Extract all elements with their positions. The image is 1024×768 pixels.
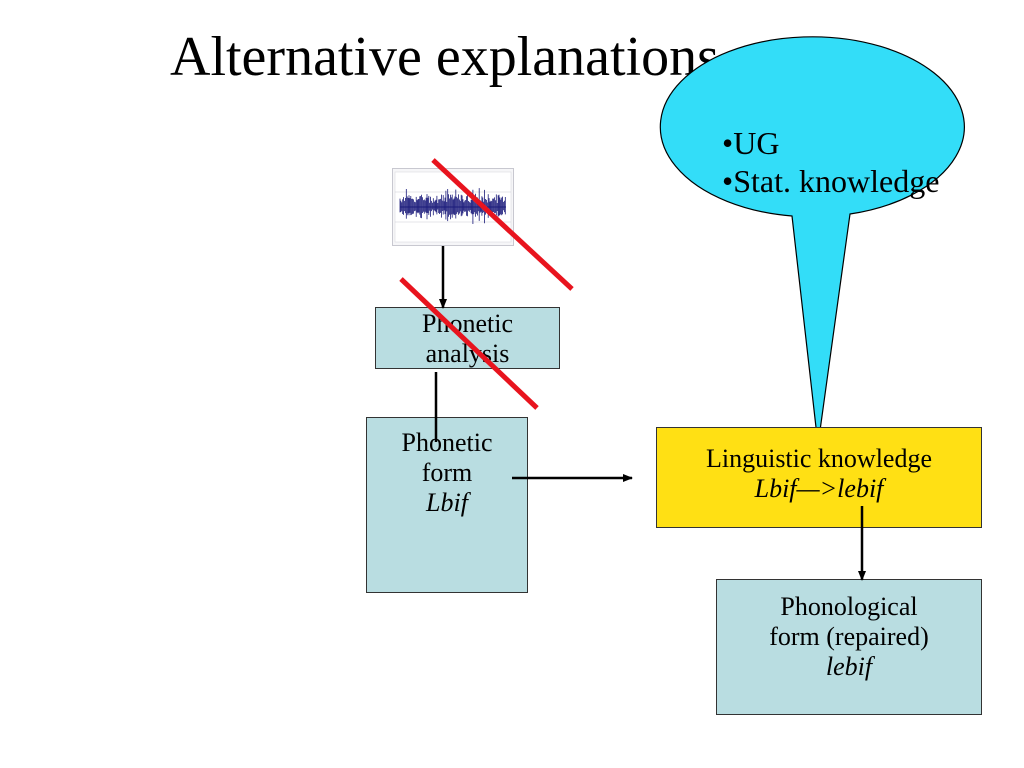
phonetic-form-line2: form [421,458,473,487]
linguistic-knowledge-label: Linguistic knowledge [705,444,932,473]
phonetic-form-example: Lbif [426,488,468,517]
bubble-item-stat-knowledge: •Stat. knowledge [722,163,940,199]
red-strike-line-bottom [399,277,539,410]
speech-bubble-shape [659,36,965,446]
phonetic-analysis-box: Phonetic analysis [375,307,560,369]
phonological-form-box: Phonological form (repaired) lebif [716,579,982,715]
phonological-form-example: lebif [825,652,873,681]
linguistic-knowledge-box: Linguistic knowledge Lbif—>lebif [656,427,982,528]
slide-title: Alternative explanations [170,26,719,88]
phonological-form-line1: Phonological [780,592,918,621]
speech-waveform-icon [392,168,514,246]
bubble-text: •UG •Stat. knowledge [722,124,939,200]
bubble-item-ug: •UG [722,125,780,161]
phonetic-form-box: Phonetic form Lbif [366,417,528,593]
linguistic-knowledge-rule: Lbif—>lebif [754,474,884,503]
phonetic-form-line1: Phonetic [401,428,493,457]
phonological-form-line2: form (repaired) [769,622,929,651]
red-strike-line-top [431,158,574,291]
